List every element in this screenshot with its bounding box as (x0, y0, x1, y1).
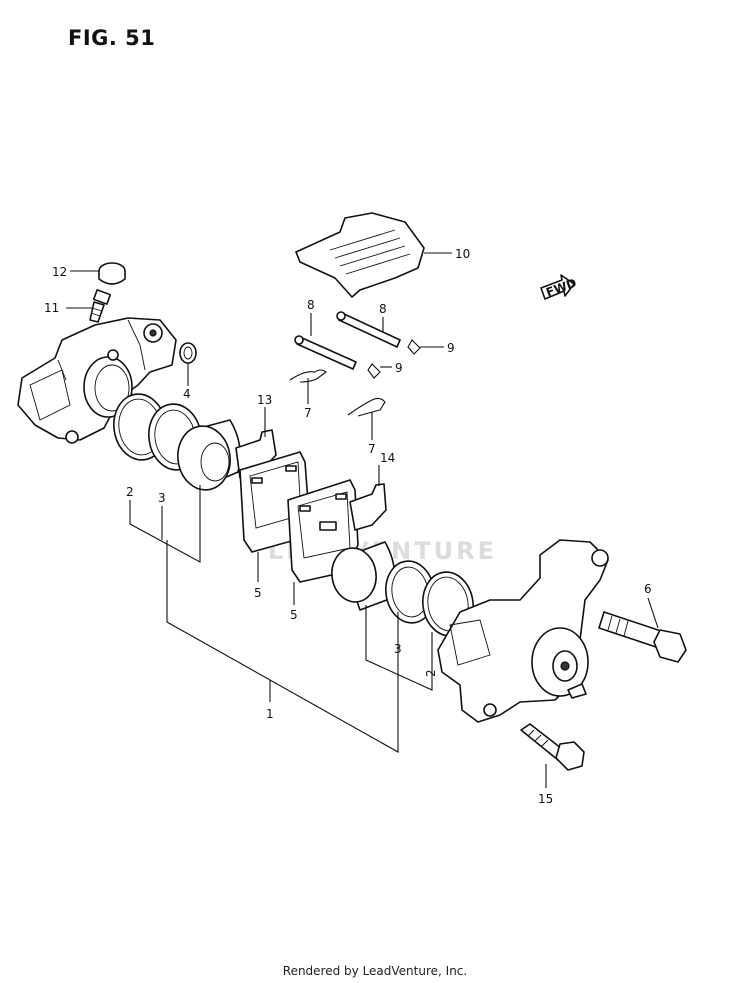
callout-2-right: 2 (424, 669, 438, 677)
callout-7-left: 7 (304, 406, 312, 420)
small-seal-ring (179, 342, 197, 364)
fwd-label: FWD (544, 276, 578, 300)
callout-8-right: 8 (379, 302, 387, 316)
callout-3-left: 3 (158, 491, 166, 505)
callout-9-upper: 9 (447, 341, 455, 355)
callout-8-left: 8 (307, 298, 315, 312)
callout-15: 15 (538, 792, 553, 806)
callout-1: 1 (266, 707, 274, 721)
callout-9-lower: 9 (395, 361, 403, 375)
callout-13: 13 (257, 393, 272, 407)
bleeder-cap (98, 262, 126, 285)
right-piston (331, 541, 396, 611)
right-caliper-housing (437, 539, 609, 723)
pin-clip-upper (407, 339, 421, 355)
figure-title: FIG. 51 (68, 26, 156, 50)
callout-7-right: 7 (368, 442, 376, 456)
callout-4: 4 (183, 387, 191, 401)
callout-2-left: 2 (126, 485, 134, 499)
caliper-bolt-6 (598, 611, 687, 663)
callout-10: 10 (455, 247, 470, 261)
callout-5-left: 5 (254, 586, 262, 600)
callout-11: 11 (44, 301, 59, 315)
left-caliper-housing (17, 317, 177, 444)
callout-14: 14 (380, 451, 395, 465)
callout-3-right: 3 (394, 642, 402, 656)
pad-pin-left (294, 335, 357, 370)
footer-credit: Rendered by LeadVenture, Inc. (282, 964, 468, 978)
pad-pin-right (336, 311, 401, 348)
pad-retainer-spring-left (289, 369, 327, 383)
leader-lines (66, 252, 659, 788)
pin-clip-lower (367, 363, 381, 379)
caliper-bolt-15 (520, 723, 585, 771)
pad-shim-14 (349, 483, 387, 531)
callout-5-right: 5 (290, 608, 298, 622)
callout-12: 12 (52, 265, 67, 279)
bleeder-screw (89, 289, 112, 323)
pad-spring (295, 212, 425, 298)
left-piston (177, 419, 241, 491)
pad-retainer-spring-right (347, 397, 386, 417)
callout-6: 6 (644, 582, 652, 596)
fwd-arrow: FWD (540, 274, 578, 300)
